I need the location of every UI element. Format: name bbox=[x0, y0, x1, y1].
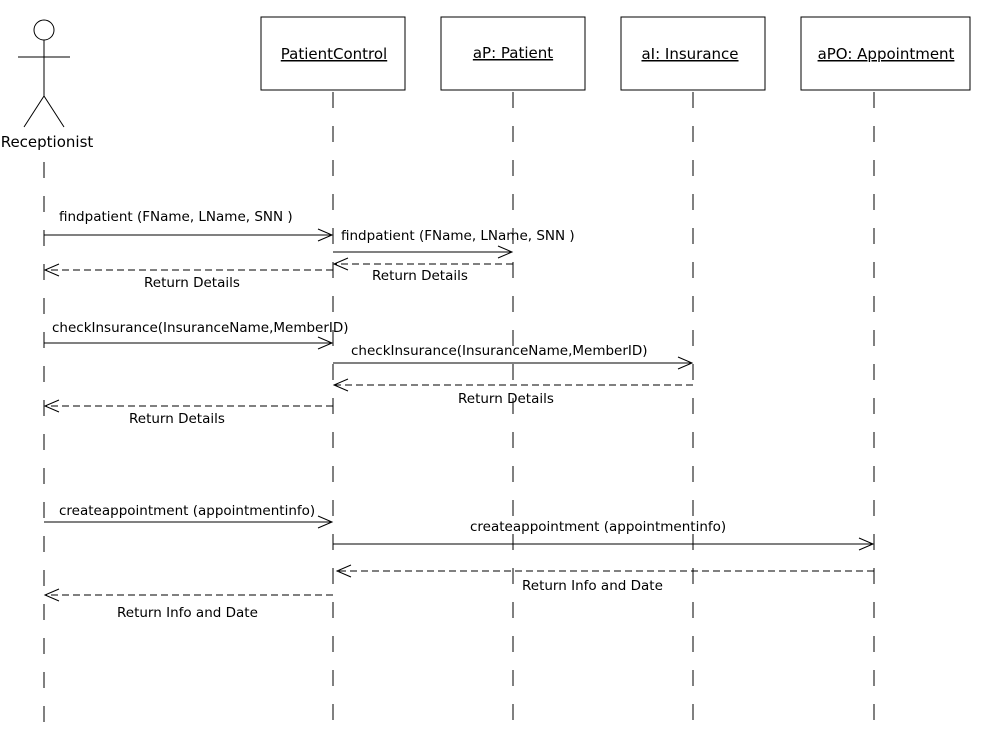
arrowhead bbox=[43, 263, 60, 277]
lifeline-box-insurance bbox=[620, 16, 766, 91]
lifeline-label-patient: aP: Patient bbox=[473, 44, 553, 62]
arrowhead bbox=[317, 228, 334, 242]
arrowhead bbox=[317, 515, 334, 529]
lifeline-box-patient bbox=[440, 16, 586, 91]
return-label-appointment-info: Return Info and Date bbox=[522, 578, 663, 594]
lifeline-label-patient-control: PatientControl bbox=[281, 45, 387, 63]
arrowhead bbox=[43, 588, 60, 602]
message-label-findpatient-2: findpatient (FName, LName, SNN ) bbox=[341, 228, 575, 244]
message-label-checkinsurance-1: checkInsurance(InsuranceName,MemberID) bbox=[52, 320, 349, 336]
return-label-control-info: Return Info and Date bbox=[117, 605, 258, 621]
arrowhead bbox=[332, 378, 349, 392]
lifeline-box-patient-control bbox=[260, 16, 406, 91]
arrowhead bbox=[858, 537, 875, 551]
message-label-checkinsurance-2: checkInsurance(InsuranceName,MemberID) bbox=[351, 343, 648, 359]
lifeline-box-appointment bbox=[800, 16, 971, 91]
message-label-createappointment-2: createappointment (appointmentinfo) bbox=[470, 519, 726, 535]
arrowhead bbox=[677, 356, 694, 370]
arrowhead bbox=[43, 399, 60, 413]
arrowhead bbox=[317, 336, 334, 350]
actor-label: Receptionist bbox=[1, 133, 94, 151]
return-label-patient-details: Return Details bbox=[372, 268, 468, 284]
arrowhead bbox=[497, 245, 514, 259]
arrowhead bbox=[332, 257, 349, 271]
lifeline-label-insurance: aI: Insurance bbox=[641, 45, 738, 63]
message-label-findpatient-1: findpatient (FName, LName, SNN ) bbox=[59, 209, 293, 225]
message-label-createappointment-1: createappointment (appointmentinfo) bbox=[59, 503, 315, 519]
return-label-insurance-details: Return Details bbox=[458, 391, 554, 407]
return-label-control-details-1: Return Details bbox=[144, 275, 240, 291]
actor-receptionist bbox=[18, 19, 70, 128]
arrowhead bbox=[335, 564, 352, 578]
return-label-control-details-2: Return Details bbox=[129, 411, 225, 427]
lifeline-label-appointment: aPO: Appointment bbox=[818, 45, 955, 63]
